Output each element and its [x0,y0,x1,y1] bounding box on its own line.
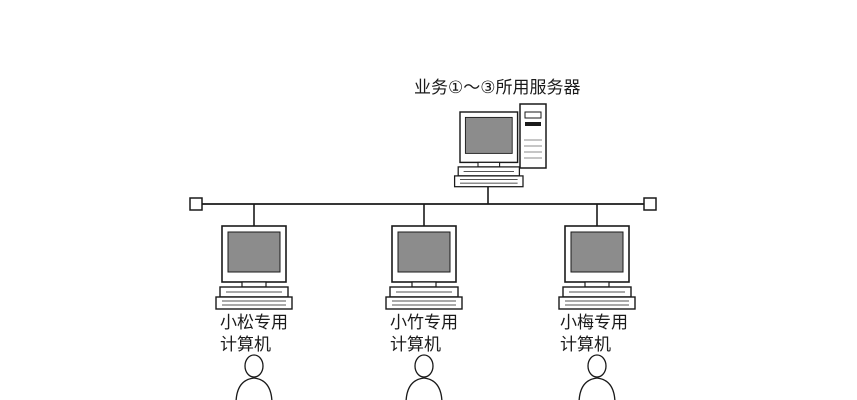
user-icon-2 [405,354,443,400]
client-label-3: 小梅专用 计算机 [560,312,670,356]
client-label-2-line2: 计算机 [390,335,441,355]
client-label-1-line1: 小松专用 [220,313,288,333]
user-icon-1 [235,354,273,400]
bus-terminator-left [189,197,203,211]
bus-terminator-right [643,197,657,211]
client-computer-icon-1 [215,225,293,310]
client-label-2-line1: 小竹专用 [390,313,458,333]
client-label-2: 小竹专用 计算机 [390,312,500,356]
server-computer-icon [453,103,547,188]
client-label-3-line2: 计算机 [560,335,611,355]
user-icon-3 [578,354,616,400]
client-label-3-line1: 小梅专用 [560,313,628,333]
server-label: 业务①～③所用服务器 [414,78,581,98]
client-label-1: 小松专用 计算机 [220,312,330,356]
client-computer-icon-3 [558,225,636,310]
client-label-1-line2: 计算机 [220,335,271,355]
client-computer-icon-2 [385,225,463,310]
